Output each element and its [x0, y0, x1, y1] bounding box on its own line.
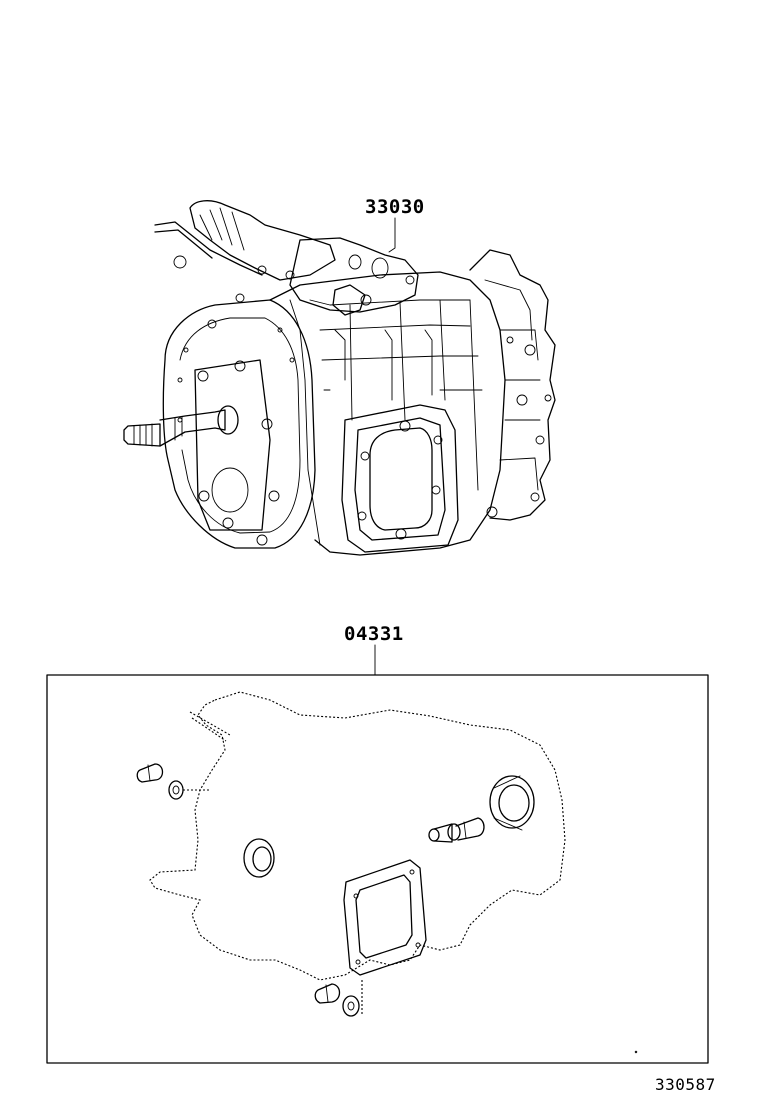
gasket-kit-frame [46, 674, 709, 1064]
diagram-id: 330587 [655, 1075, 716, 1094]
gasket-kit-drawing[interactable] [46, 644, 709, 1064]
rear-housing [469, 249, 556, 521]
oil-seal-large [489, 775, 535, 831]
case-outline-dotted [149, 691, 566, 981]
shift-tower [154, 200, 419, 316]
oil-seal-small [243, 838, 275, 878]
drain-plug-upper [136, 763, 210, 800]
drain-plug-lower [314, 980, 363, 1017]
gasket-kit-part-number[interactable]: 04331 [344, 623, 404, 645]
main-case [269, 271, 506, 556]
transmission-assembly-part-number[interactable]: 33030 [365, 196, 425, 218]
side-cover [341, 404, 459, 553]
output-shaft [123, 405, 239, 447]
front-housing [162, 299, 316, 549]
side-cover-gasket [343, 859, 427, 976]
transmission-assembly-drawing[interactable] [123, 200, 556, 556]
plug [428, 817, 485, 843]
